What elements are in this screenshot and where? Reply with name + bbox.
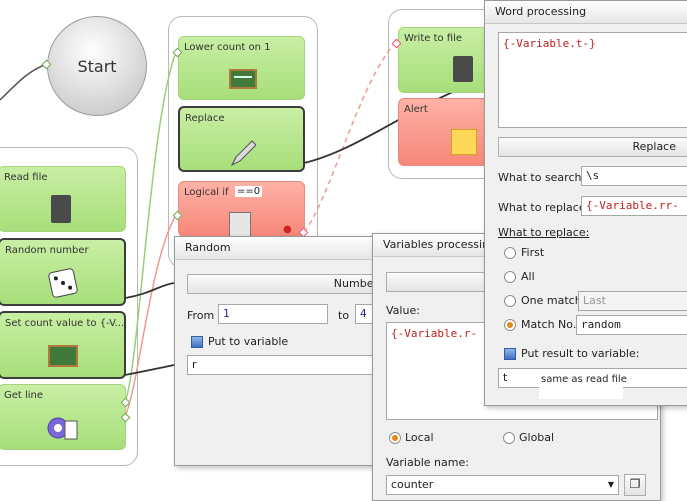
- word-processing-dialog: Word processing {-Variable.t-} Replace W…: [484, 0, 687, 406]
- dialog-title: Word processing: [485, 1, 687, 24]
- text-input-area[interactable]: {-Variable.t-}: [498, 32, 687, 128]
- what-to-replace-input[interactable]: {-Variable.rr-: [581, 196, 687, 216]
- match-no-radio[interactable]: [504, 319, 516, 331]
- block-label: Alert: [404, 104, 428, 115]
- copy-button[interactable]: ❐: [624, 474, 646, 496]
- block-label: Write to file: [404, 33, 463, 44]
- annotation-text: same as read file: [541, 374, 627, 385]
- chalkboard-icon: [48, 345, 78, 367]
- global-label: Global: [519, 431, 555, 444]
- sticky-note-icon: [451, 129, 477, 155]
- block-random-number[interactable]: Random number: [0, 238, 126, 306]
- variable-input[interactable]: r: [187, 355, 387, 375]
- to-label: to: [338, 309, 350, 322]
- bug-icon: ●: [283, 224, 292, 235]
- put-to-variable-checkbox[interactable]: [191, 336, 203, 348]
- number-tab-button[interactable]: Number: [187, 274, 387, 294]
- replace-button[interactable]: Replace: [498, 137, 687, 157]
- copy-icon: ❐: [629, 477, 641, 491]
- block-label: Get line: [4, 390, 44, 401]
- put-to-variable-label: Put to variable: [208, 335, 289, 348]
- one-match-radio[interactable]: [504, 295, 516, 307]
- logical-if-expression: ==0: [235, 186, 263, 197]
- match-no-label: Match No.: [521, 318, 577, 331]
- fountain-pen-icon: [230, 140, 256, 167]
- put-result-checkbox[interactable]: [504, 348, 516, 360]
- block-label: Read file: [4, 172, 48, 183]
- block-logical-if[interactable]: Logical if ==0 ●: [178, 181, 305, 238]
- chalkboard-icon: [229, 69, 257, 89]
- variable-name-select[interactable]: counter ▼: [386, 475, 619, 495]
- what-to-search-label: What to search: [498, 171, 582, 184]
- variable-name-value: counter: [391, 478, 434, 491]
- start-node[interactable]: Start: [47, 16, 147, 116]
- local-label: Local: [405, 431, 434, 444]
- block-label: Logical if: [184, 187, 229, 198]
- what-to-replace-label: What to replace: [498, 201, 586, 214]
- dice-icon: [47, 267, 79, 299]
- block-label: Lower count on 1: [184, 42, 271, 53]
- start-label: Start: [77, 57, 117, 76]
- from-label: From: [187, 309, 215, 322]
- gear-document-icon: [47, 417, 78, 440]
- block-set-count[interactable]: Set count value to {-V...: [0, 311, 126, 379]
- document-icon: [51, 195, 71, 223]
- local-radio[interactable]: [389, 432, 401, 444]
- from-input[interactable]: 1: [218, 304, 328, 324]
- block-write-file[interactable]: Write to file: [398, 27, 494, 93]
- one-match-label: One match: [521, 294, 582, 307]
- put-result-label: Put result to variable:: [521, 347, 640, 360]
- all-label: All: [521, 270, 535, 283]
- first-label: First: [521, 246, 545, 259]
- block-label: Set count value to {-V...: [5, 318, 125, 329]
- dialog-title: Random: [175, 237, 383, 260]
- chevron-down-icon: ▼: [607, 480, 614, 489]
- what-to-replace-heading: What to replace:: [498, 226, 590, 239]
- one-match-select[interactable]: Last: [578, 291, 687, 311]
- variable-name-label: Variable name:: [386, 456, 469, 469]
- match-no-input[interactable]: random: [576, 315, 687, 335]
- random-dialog: Random Number From 1 to 4 Put to variabl…: [174, 236, 387, 466]
- global-radio[interactable]: [503, 432, 515, 444]
- block-lower-count[interactable]: Lower count on 1: [178, 36, 305, 100]
- block-label: Random number: [5, 245, 89, 256]
- what-to-search-input[interactable]: \s: [581, 166, 687, 186]
- block-get-line[interactable]: Get line: [0, 384, 126, 450]
- one-match-placeholder: Last: [583, 294, 606, 307]
- switch-icon: [229, 212, 251, 238]
- block-replace[interactable]: Replace: [178, 106, 305, 172]
- block-read-file[interactable]: Read file: [0, 166, 126, 232]
- value-label: Value:: [386, 304, 420, 317]
- all-radio[interactable]: [504, 271, 516, 283]
- document-icon: [453, 56, 473, 82]
- block-alert[interactable]: Alert: [398, 98, 494, 166]
- first-radio[interactable]: [504, 247, 516, 259]
- block-label: Replace: [185, 113, 225, 124]
- annotation-note: same as read file: [539, 371, 627, 399]
